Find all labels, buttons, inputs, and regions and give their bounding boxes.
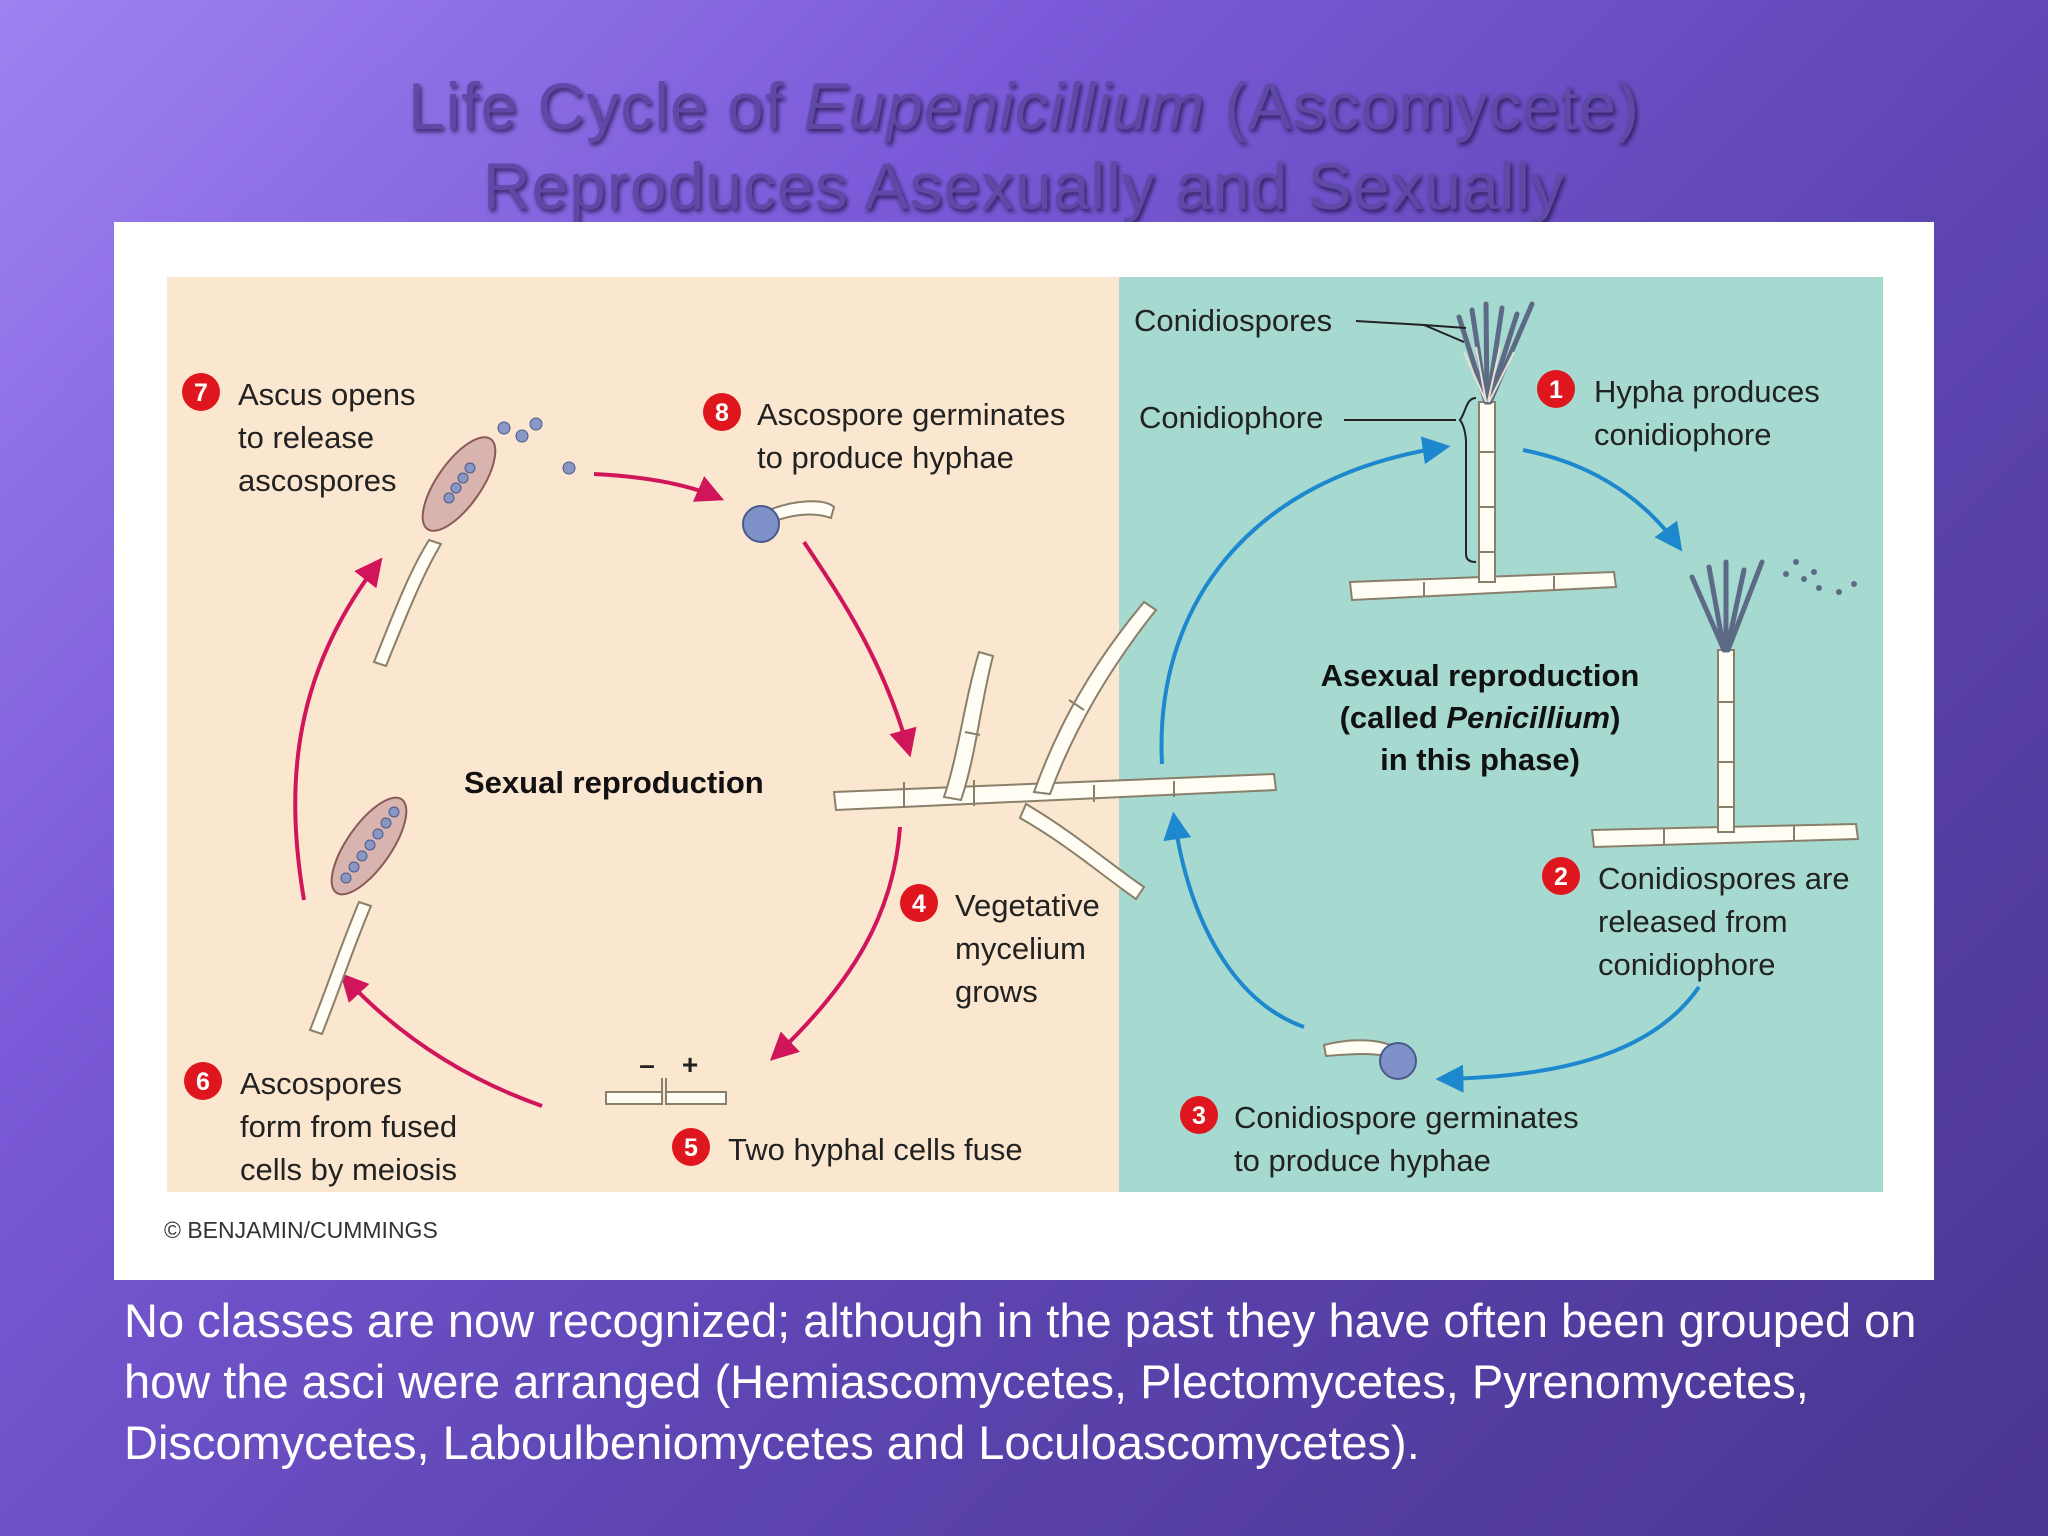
step-3: 3 Conidiospore germinates to produce hypha… [1180, 1096, 1579, 1178]
conidiophore-label: Conidiophore [1139, 400, 1323, 435]
title-text-b: (Ascomycete) [1205, 69, 1641, 143]
arrow-3-to-veg [1163, 811, 1305, 1029]
diagram-panel: – + Conidiospores Conidiophore Sexual re… [114, 222, 1934, 1280]
asexual-reproduction-label-3: in this phase) [1380, 742, 1580, 777]
step-number: 1 [1549, 376, 1563, 404]
conidiophore-right [1590, 649, 1860, 849]
step-label-line: Vegetative [955, 888, 1100, 923]
conidiophore-branches-top [1463, 346, 1515, 403]
step-label-line: Ascospore germinates [757, 397, 1065, 432]
step-badge [1537, 370, 1575, 408]
slide-caption: No classes are now recognized; although … [124, 1294, 1917, 1469]
sexual-reproduction-label: Sexual reproduction [464, 765, 764, 800]
arrow-8-to-veg [802, 540, 917, 758]
step-label-line: conidiophore [1598, 947, 1776, 982]
step-label-line: Hypha produces [1594, 374, 1820, 409]
opening-ascus [372, 417, 576, 668]
step-label-line: Conidiospore germinates [1234, 1100, 1579, 1135]
step-label-line: ascospores [238, 463, 397, 498]
step-label-line: mycelium [955, 931, 1086, 966]
step-number: 3 [1192, 1102, 1206, 1130]
step-number: 2 [1554, 863, 1568, 891]
step-badge [703, 393, 741, 431]
step-label-line: conidiophore [1594, 417, 1772, 452]
step-label-line: to produce hyphae [1234, 1143, 1491, 1178]
step-badge [900, 884, 938, 922]
arrow-7-to-8 [593, 472, 725, 502]
conidiospores-leader-2 [1423, 324, 1467, 329]
step-5: 5 Two hyphal cells fuse [672, 1128, 1023, 1167]
step-label-line: Conidiospores are [1598, 861, 1850, 896]
arrow-1-to-2 [1522, 448, 1683, 552]
step-label-line: released from [1598, 904, 1788, 939]
conidiophore-bracket [1458, 397, 1477, 563]
step-number: 5 [684, 1134, 698, 1162]
arrow-5-to-6 [340, 972, 543, 1108]
step-badge [1542, 857, 1580, 895]
title-text-italic: Eupenicillium [803, 69, 1206, 143]
step-label-line: to release [238, 420, 374, 455]
arrow-2-to-3 [1435, 985, 1701, 1093]
slide-title-line-2: Reproduces Asexually and Sexually [482, 149, 1566, 223]
step-2: 2 Conidiospores are released from conidioph… [1542, 857, 1850, 982]
copyright-notice: © BENJAMIN/CUMMINGS [164, 1217, 438, 1243]
life-cycle-diagram: – + Conidiospores Conidiophore Sexual re… [164, 277, 1883, 1243]
step-badge [1180, 1096, 1218, 1134]
asexual-reproduction-label-2: (called Penicillium) [1340, 700, 1621, 735]
step-label-line: grows [955, 974, 1038, 1009]
step-number: 4 [912, 890, 926, 918]
step-1: 1 Hypha produces conidiophore [1537, 370, 1820, 452]
step-8: 8 Ascospore germinates to produce hyphae [703, 393, 1065, 475]
arrow-6-to-7 [293, 557, 383, 901]
step-label-line: Two hyphal cells fuse [728, 1132, 1023, 1167]
asexual-label-italic: Penicillium [1446, 700, 1610, 735]
step-label-line: Ascospores [240, 1066, 402, 1101]
step-badge [672, 1128, 710, 1166]
step-number: 8 [715, 399, 729, 427]
asexual-label-a: (called [1340, 700, 1447, 735]
ascus-with-ascospores [308, 796, 408, 1036]
fusing-hyphae [605, 1078, 727, 1105]
vegetative-mycelium [832, 600, 1278, 901]
conidiospores-label: Conidiospores [1134, 303, 1332, 338]
title-text-a: Life Cycle of [407, 69, 804, 143]
step-number: 6 [196, 1068, 210, 1096]
asexual-phase-background [1119, 277, 1883, 1192]
plus-mating-type: + [682, 1049, 698, 1080]
step-4: 4 Vegetative mycelium grows [900, 884, 1100, 1009]
asexual-reproduction-label: Asexual reproduction [1321, 658, 1640, 693]
germinating-ascospore [742, 500, 836, 543]
step-label-line: Ascus opens [238, 377, 416, 412]
step-label-line: to produce hyphae [757, 440, 1014, 475]
arrow-veg-to-5 [769, 826, 902, 1061]
germinating-conidiospore [1322, 1039, 1417, 1080]
conidiophore-top [1348, 401, 1618, 602]
arrow-veg-to-1 [1159, 436, 1451, 765]
step-badge [184, 1062, 222, 1100]
asexual-cycle-arrows [1159, 436, 1701, 1093]
released-conidiospores [1783, 559, 1857, 595]
step-label-line: form from fused [240, 1109, 457, 1144]
asexual-label-close: ) [1610, 700, 1620, 735]
step-label-line: cells by meiosis [240, 1152, 457, 1187]
conidiospore-chains-right [1689, 559, 1765, 653]
minus-mating-type: – [639, 1049, 655, 1080]
step-badge [182, 373, 220, 411]
step-6: 6 Ascospores form from fused cells by meios… [184, 1062, 457, 1187]
slide-title-line-1: Life Cycle of Eupenicillium (Ascomycete) [0, 66, 2048, 146]
sexual-cycle-arrows [293, 472, 917, 1108]
step-number: 7 [194, 379, 208, 407]
step-7: 7 Ascus opens to release ascospores [182, 373, 416, 498]
